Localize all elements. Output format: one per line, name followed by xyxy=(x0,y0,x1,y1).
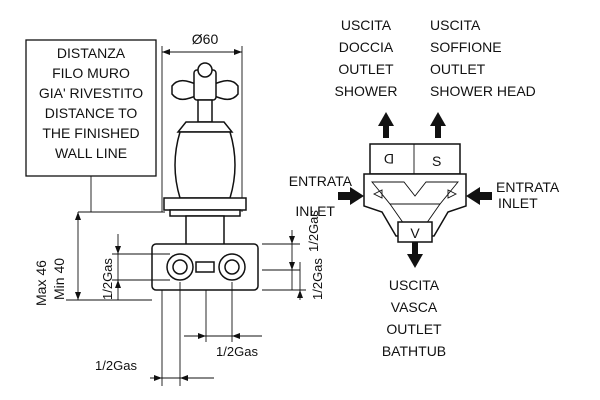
valve-side-view xyxy=(151,62,259,291)
left-gas-arrow-bottom xyxy=(115,280,121,288)
inlet-left-line-2: INLET xyxy=(295,203,335,219)
inlet-right-line-2: INLET xyxy=(498,195,538,211)
left-gas-arrow-top xyxy=(115,246,121,254)
port-bridge xyxy=(195,261,215,273)
outlet-bath-line-3: OUTLET xyxy=(386,321,442,337)
outlet-bath-arrow-head xyxy=(407,254,423,268)
upper-collar xyxy=(176,121,234,133)
note-line-1: DISTANZA xyxy=(57,45,126,61)
outlet-shower-arrow-shaft xyxy=(383,124,389,138)
diameter-dimension: Ø60 xyxy=(161,31,243,212)
base-plate xyxy=(169,209,241,217)
diameter-arrow-left xyxy=(162,49,170,55)
port-v-label: V xyxy=(410,225,420,241)
outlet-bath-line-1: USCITA xyxy=(389,277,440,293)
handle-left-arm xyxy=(171,79,197,101)
valve-stem xyxy=(197,99,213,123)
outlet-shower-line-2: DOCCIA xyxy=(339,39,394,55)
note-line-3: GIA' RIVESTITO xyxy=(39,85,143,101)
outlet-shower-line-3: OUTLET xyxy=(338,61,394,77)
right-gas-label-upper: 1/2Gas xyxy=(306,210,321,252)
outlet-head-line-4: SHOWER HEAD xyxy=(430,83,536,99)
valve-neck xyxy=(185,215,225,247)
bottom-gas-dimensions: 1/2Gas 1/2Gas xyxy=(95,282,262,386)
right-gas-arrow-mid xyxy=(289,262,295,270)
right-gas-arrow-bottom xyxy=(297,290,303,298)
note-line-6: WALL LINE xyxy=(55,145,127,161)
outlet-bath-arrow-shaft xyxy=(412,242,418,256)
depth-arrow-top xyxy=(75,212,81,220)
flow-marker-right xyxy=(447,189,458,199)
inlet-left-arrow-head xyxy=(350,187,364,205)
outlet-head-line-2: SOFFIONE xyxy=(430,39,502,55)
diverter-flow-chamber xyxy=(371,181,459,205)
outlet-bath-line-2: VASCA xyxy=(391,299,438,315)
bottom-center-arrow-right xyxy=(232,333,240,339)
right-gas-label-lower: 1/2Gas xyxy=(310,258,325,300)
diameter-arrow-right xyxy=(234,49,242,55)
note-line-4: DISTANCE TO xyxy=(45,105,138,121)
outlet-head-arrow-shaft xyxy=(435,124,441,138)
depth-max-label: Max 46 xyxy=(33,260,49,306)
note-line-2: FILO MURO xyxy=(52,65,130,81)
bottom-left-gas-label: 1/2Gas xyxy=(95,358,137,373)
outlet-head-line-1: USCITA xyxy=(430,17,481,33)
note-line-5: THE FINISHED xyxy=(42,125,139,141)
left-gas-label: 1/2Gas xyxy=(100,258,115,300)
inlet-port-right-inner xyxy=(224,259,240,275)
depth-min-label: Min 40 xyxy=(51,258,67,300)
outlet-shower-line-1: USCITA xyxy=(341,17,392,33)
diameter-label: Ø60 xyxy=(192,31,219,47)
diverter-main-body xyxy=(363,173,467,237)
outlet-shower-line-4: SHOWER xyxy=(335,83,398,99)
inlet-left-arrow-shaft xyxy=(338,192,352,200)
bottom-center-gas-label: 1/2Gas xyxy=(216,344,258,359)
outlet-head-line-3: OUTLET xyxy=(430,61,486,77)
flow-marker-left xyxy=(372,189,383,199)
valve-barrel xyxy=(174,131,236,199)
wall-distance-note: DISTANZA FILO MURO GIA' RIVESTITO DISTAN… xyxy=(25,39,165,213)
outlet-bath-line-4: BATHTUB xyxy=(382,343,446,359)
port-d-label: D xyxy=(384,151,394,167)
outlet-shower-arrow-head xyxy=(378,112,394,126)
inlet-right-arrow-head xyxy=(466,187,480,205)
inlet-right-arrow-shaft xyxy=(478,192,492,200)
bottom-center-arrow-left xyxy=(198,333,206,339)
inlet-port-left-inner xyxy=(172,259,188,275)
inlet-left-line-1: ENTRATA xyxy=(289,173,353,189)
diverter-schematic: USCITA DOCCIA OUTLET SHOWER USCITA SOFFI… xyxy=(289,17,560,359)
outlet-head-arrow-head xyxy=(430,112,446,126)
port-s-label: S xyxy=(432,153,441,169)
handle-cap xyxy=(197,62,213,78)
inlet-right-line-1: ENTRATA xyxy=(496,179,560,195)
bottom-left-arrow-right xyxy=(180,375,188,381)
depth-arrow-bottom xyxy=(75,292,81,300)
left-gas-dimension: 1/2Gas xyxy=(100,234,170,300)
diverter-upper-block xyxy=(369,143,461,175)
depth-dimension: Max 46 Min 40 xyxy=(33,212,152,306)
handle-right-arm xyxy=(213,79,239,101)
right-gas-dimensions: 1/2Gas 1/2Gas xyxy=(262,210,325,300)
base-flange xyxy=(163,197,247,211)
right-gas-arrow-top xyxy=(289,236,295,244)
bottom-left-arrow-left xyxy=(154,375,162,381)
